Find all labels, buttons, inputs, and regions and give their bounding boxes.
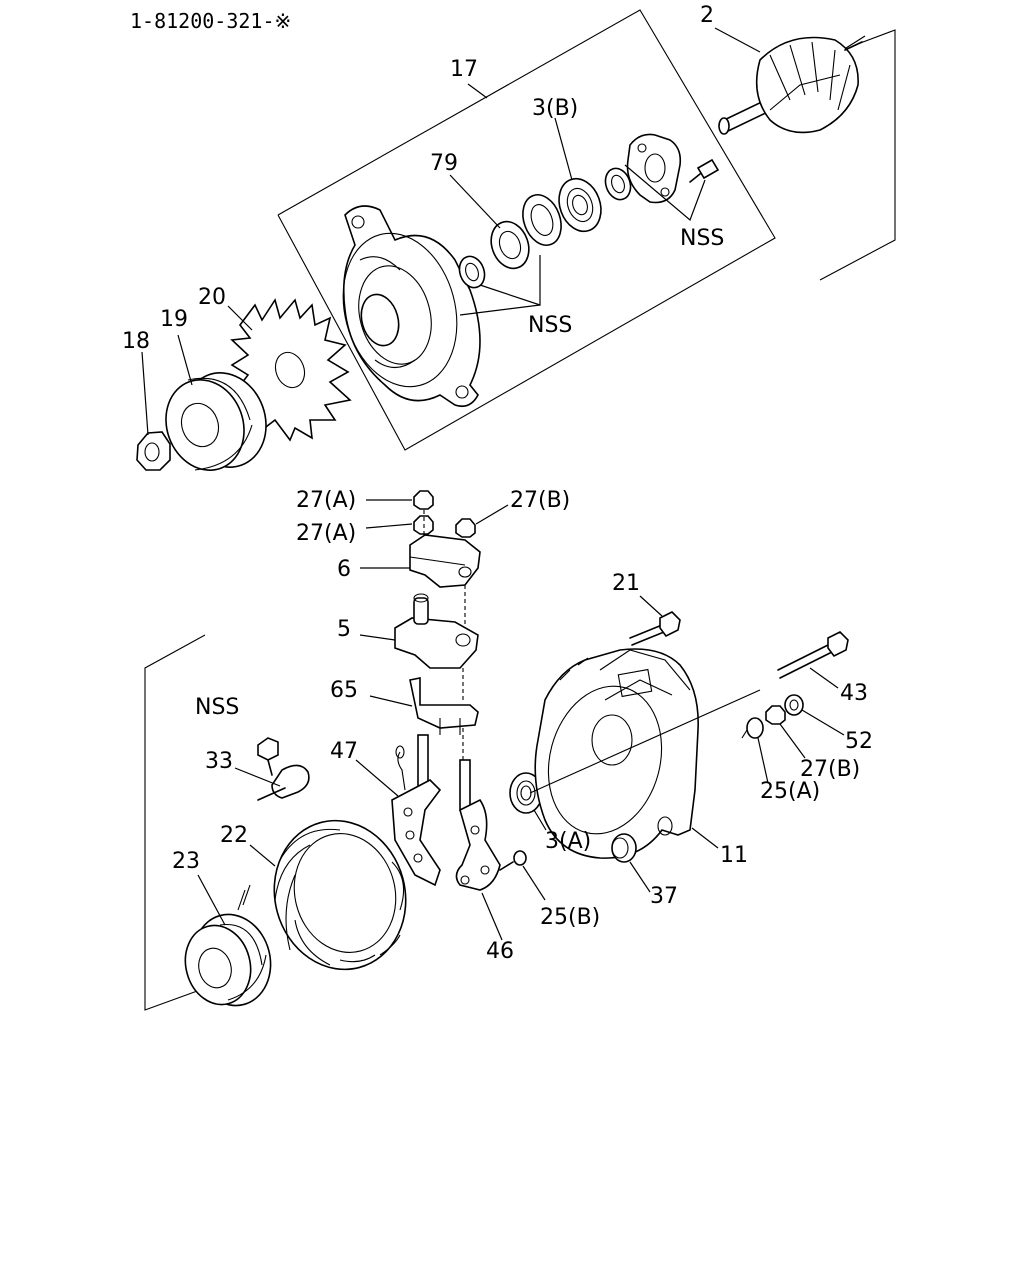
terminal — [234, 737, 310, 801]
label-part-20: 20 — [198, 285, 226, 310]
leader-20 — [227, 305, 253, 331]
nut-27a-2 — [365, 515, 434, 535]
label-part-52: 52 — [845, 729, 873, 754]
pulley-nut — [136, 431, 171, 471]
label-part-25b: 25(B) — [540, 905, 600, 930]
plate-washer — [522, 194, 562, 246]
label-part-11: 11 — [720, 843, 748, 868]
label-part-33: 33 — [205, 749, 233, 774]
seal-79 — [490, 220, 530, 270]
spacer-37 — [611, 833, 651, 893]
cover — [360, 534, 481, 588]
label-part-5: 5 — [337, 617, 351, 642]
leader-2 — [714, 27, 761, 53]
stator — [249, 819, 407, 971]
label-part-19: 19 — [160, 307, 188, 332]
rear-housing — [534, 648, 719, 859]
rotor-bracket-line — [819, 29, 896, 281]
label-part-27a-2: 27(A) — [296, 521, 356, 546]
label-part-25a: 25(A) — [760, 779, 820, 804]
label-part-27b-1: 27(B) — [510, 488, 570, 513]
leader-79 — [449, 174, 501, 229]
bearing-3b — [558, 177, 602, 233]
cap-nut-52 — [784, 694, 845, 736]
screw-nss — [689, 158, 720, 183]
nss-leader-top — [624, 164, 706, 222]
label-part-2: 2 — [700, 3, 714, 28]
retainer-plate — [626, 133, 682, 204]
leader-19 — [177, 334, 193, 386]
rectifier — [355, 734, 442, 887]
spacer-nss — [458, 255, 486, 289]
leader-18 — [141, 351, 149, 436]
assembly-axis — [529, 689, 761, 794]
label-part-3b: 3(B) — [532, 96, 578, 121]
nut-27b-1 — [455, 504, 509, 538]
label-part-22: 22 — [220, 823, 248, 848]
label-nss-left: NSS — [195, 695, 239, 720]
bolt-21 — [629, 595, 681, 646]
front-housing — [342, 205, 481, 408]
slip-ring-rotor — [184, 874, 272, 1007]
leader-3b — [554, 117, 573, 181]
label-part-46: 46 — [486, 939, 514, 964]
label-part-17: 17 — [450, 57, 478, 82]
label-part-47: 47 — [330, 739, 358, 764]
collar-nss — [604, 167, 632, 201]
insulator-25a — [741, 717, 769, 784]
label-part-79: 79 — [430, 151, 458, 176]
label-part-65: 65 — [330, 678, 358, 703]
front-housing-frame — [277, 9, 776, 451]
brush-holder — [455, 759, 503, 941]
label-part-27b-2: 27(B) — [800, 757, 860, 782]
label-part-27a-1: 27(A) — [296, 488, 356, 513]
nss-leader-mid-2 — [459, 304, 541, 316]
label-part-23: 23 — [172, 849, 200, 874]
nut-27a-1 — [366, 490, 434, 510]
nut-27b-2 — [765, 705, 806, 759]
bearing-3a — [509, 772, 547, 831]
label-part-37: 37 — [650, 884, 678, 909]
leader-17 — [467, 83, 488, 99]
bracket — [369, 677, 479, 735]
stator-bracket-line — [144, 634, 206, 1011]
regulator — [359, 593, 479, 669]
label-nss-top: NSS — [680, 226, 724, 251]
screw-25b — [499, 850, 546, 901]
bolt-43 — [777, 631, 849, 689]
label-part-21: 21 — [612, 571, 640, 596]
pulley — [165, 372, 267, 471]
label-part-6: 6 — [337, 557, 351, 582]
rotor — [718, 36, 863, 135]
diagram-code: 1-81200-321-※ — [130, 9, 291, 33]
label-part-3a: 3(A) — [545, 829, 591, 854]
label-nss-mid: NSS — [528, 313, 572, 338]
label-part-18: 18 — [122, 329, 150, 354]
label-part-43: 43 — [840, 681, 868, 706]
